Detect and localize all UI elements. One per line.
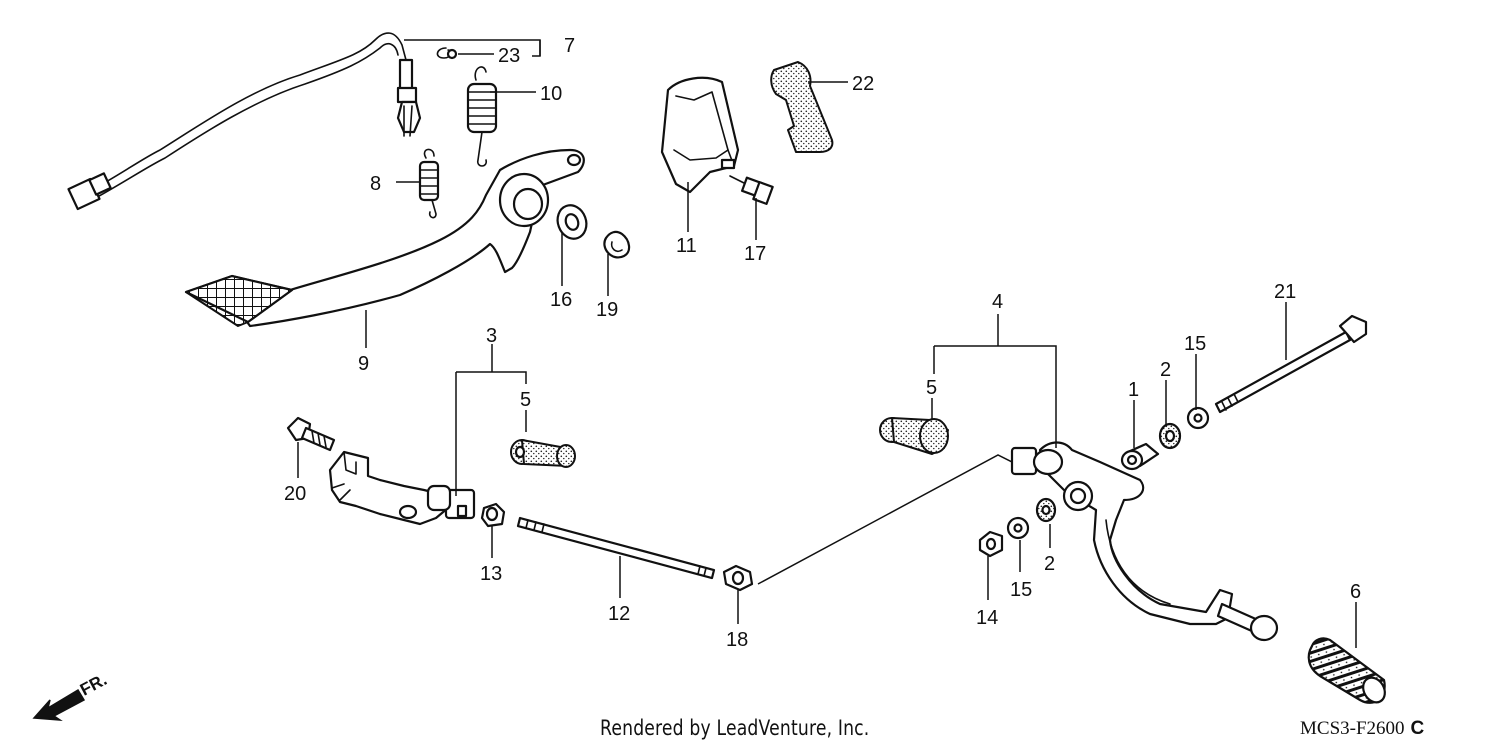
rendered-by-credit: Rendered by LeadVenture, Inc. bbox=[600, 716, 870, 740]
clip-23 bbox=[436, 47, 458, 60]
callout-23: 23 bbox=[498, 45, 520, 67]
callout-15-upper: 15 bbox=[1184, 333, 1206, 355]
front-direction-arrow-icon: FR. bbox=[32, 670, 110, 721]
callout-7: 7 bbox=[564, 35, 575, 57]
callout-22: 22 bbox=[852, 73, 874, 95]
bearing-2-upper bbox=[1158, 422, 1182, 450]
shift-rubber-6 bbox=[1307, 637, 1386, 704]
washer-15-lower bbox=[1006, 516, 1030, 540]
callout-14: 14 bbox=[976, 607, 998, 629]
shift-rod-12 bbox=[516, 516, 716, 580]
diagram-code-text: MCS3-F2600 bbox=[1300, 718, 1405, 739]
cover-11 bbox=[660, 76, 740, 194]
callout-2-upper: 2 bbox=[1160, 359, 1171, 381]
washer-16 bbox=[556, 204, 588, 240]
shift-arm-3 bbox=[328, 450, 476, 526]
rod-end-5-right bbox=[879, 417, 949, 455]
rod-to-pedal-leader bbox=[757, 454, 1021, 585]
callout-5-right: 5 bbox=[926, 377, 937, 399]
callout-20: 20 bbox=[284, 483, 306, 505]
callout-21: 21 bbox=[1274, 281, 1296, 303]
spring-8 bbox=[418, 148, 440, 219]
collar-1 bbox=[1120, 442, 1160, 471]
leader-lines bbox=[297, 39, 1357, 648]
callout-10: 10 bbox=[540, 83, 562, 105]
bolt-20 bbox=[286, 416, 336, 452]
nut-13 bbox=[480, 502, 506, 528]
callout-3: 3 bbox=[486, 325, 497, 347]
callout-13: 13 bbox=[480, 563, 502, 585]
callout-18: 18 bbox=[726, 629, 748, 651]
pivot-bolt-21 bbox=[1214, 314, 1368, 414]
nut-18 bbox=[722, 564, 754, 592]
return-spring-10 bbox=[466, 66, 498, 167]
diagram-revision: C bbox=[1410, 718, 1425, 739]
callout-17: 17 bbox=[744, 243, 766, 265]
washer-15-upper bbox=[1186, 406, 1210, 430]
callout-labels: 7 23 10 8 9 16 19 11 17 22 3 5 20 13 12 … bbox=[284, 35, 1361, 651]
callout-11: 11 bbox=[676, 235, 697, 257]
rod-end-5-left bbox=[510, 439, 576, 468]
nut-14 bbox=[978, 530, 1004, 558]
callout-5-left: 5 bbox=[520, 389, 531, 411]
callout-9: 9 bbox=[358, 353, 369, 375]
callout-19: 19 bbox=[596, 299, 618, 321]
callout-1: 1 bbox=[1128, 379, 1139, 401]
brake-switch-harness bbox=[67, 32, 422, 211]
callout-6: 6 bbox=[1350, 581, 1361, 603]
callout-8: 8 bbox=[370, 173, 381, 195]
callout-16: 16 bbox=[550, 289, 572, 311]
callout-4: 4 bbox=[992, 291, 1003, 313]
callout-12: 12 bbox=[608, 603, 630, 625]
callout-15-lower: 15 bbox=[1010, 579, 1032, 601]
bearing-2-lower bbox=[1035, 497, 1057, 523]
gearshift-pedal-4 bbox=[1010, 441, 1279, 642]
brake-pedal-9 bbox=[184, 148, 585, 328]
snap-ring-19 bbox=[603, 230, 631, 259]
bracket-22 bbox=[770, 61, 834, 153]
callout-2-lower: 2 bbox=[1044, 553, 1055, 575]
bolt-17 bbox=[729, 175, 774, 205]
